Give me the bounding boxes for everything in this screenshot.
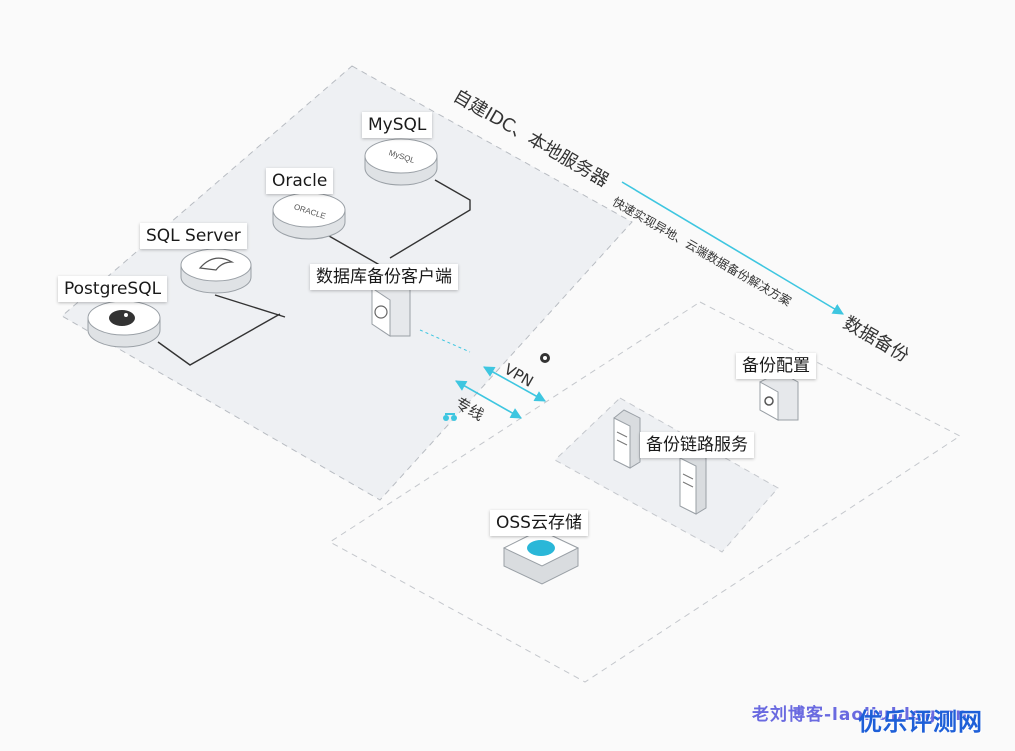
watermark-right: 优乐评测网 [858,708,983,736]
backup-arrow [621,181,844,315]
backup-config-label: 备份配置 [736,353,816,379]
postgresql-label: PostgreSQL [58,276,168,302]
oracle-disk-icon: ORACLE [272,192,346,240]
link-server-2-icon [679,449,707,515]
link-service-label: 备份链路服务 [640,432,754,458]
sqlserver-disk-icon [180,248,252,294]
mysql-disk-icon: MySQL [364,138,438,186]
dedicated-line-arrow [455,380,522,419]
cloud-icon [527,540,555,556]
dedicated-line-icon [443,413,457,421]
backup-client-icon [371,275,411,337]
oss-storage-icon [502,529,580,585]
oracle-label: Oracle [266,168,334,194]
link-service-zone [554,397,779,553]
mysql-label: MySQL [362,112,433,138]
link-server-1-icon [613,409,641,469]
watermark-left: 老刘博客-laoliublog.cn [752,705,969,725]
backup-client-label: 数据库备份客户端 [310,264,458,290]
postgresql-disk-icon [87,300,161,348]
sqlserver-logo-icon [198,257,235,271]
cloud-zone [329,301,961,683]
vpn-icon [540,353,550,363]
oss-label: OSS云存储 [490,510,588,536]
elephant-icon [109,310,135,326]
sqlserver-label: SQL Server [140,223,247,249]
backup-config-icon [759,371,799,421]
gear-icon [764,396,774,406]
